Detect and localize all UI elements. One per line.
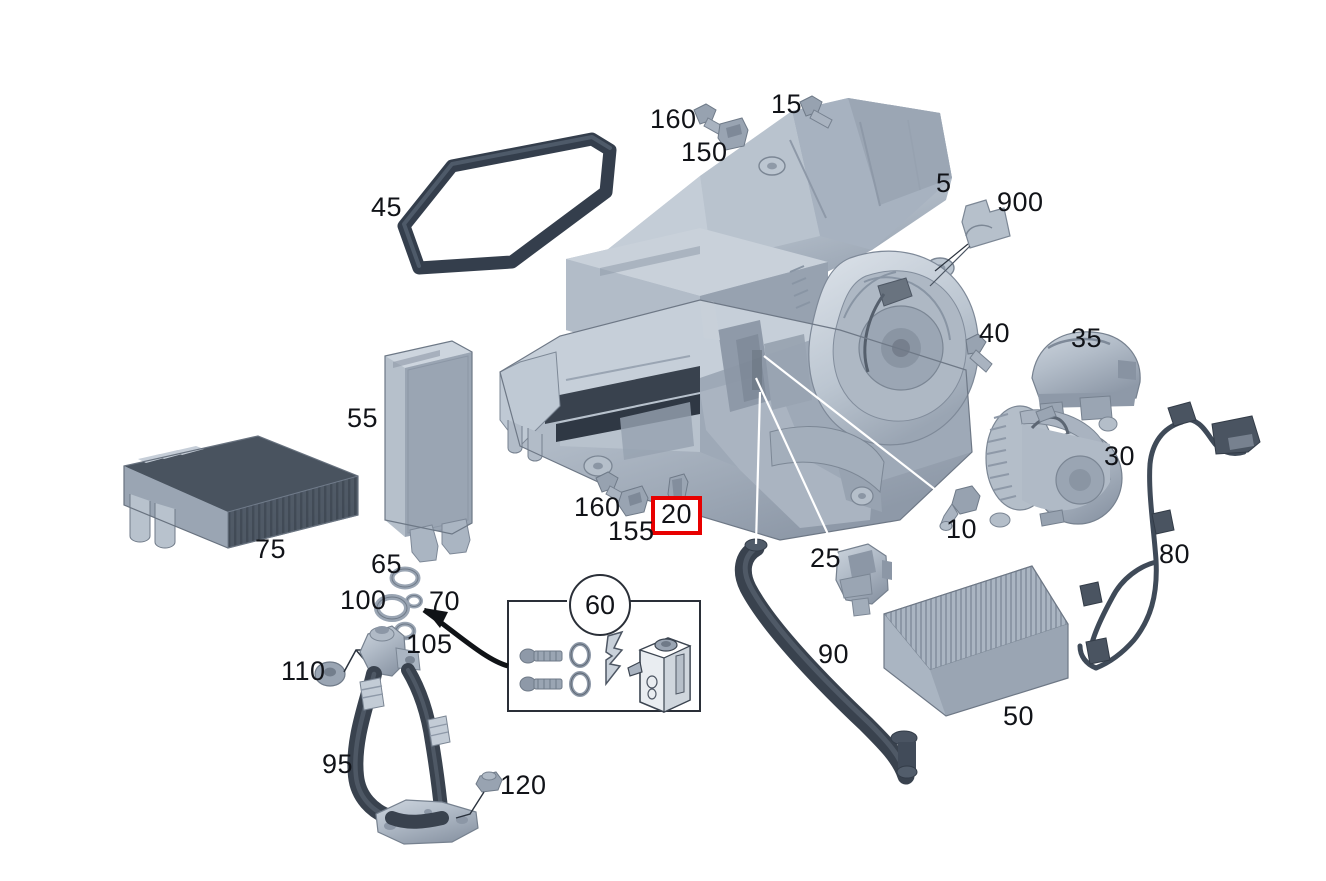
leader-lines-dark bbox=[934, 243, 969, 272]
callout-15-screw: 15 bbox=[771, 89, 803, 119]
part-15-bolt bbox=[799, 95, 833, 129]
kit-screws bbox=[519, 648, 563, 692]
callout-160-screw-upper: 160 bbox=[650, 104, 697, 134]
part-25-flap-actuator bbox=[835, 543, 892, 617]
part-30-blower-motor bbox=[985, 405, 1123, 528]
callout-70-o-ring: 70 bbox=[429, 586, 461, 616]
callout-50-cabin-air-filter: 50 bbox=[1003, 701, 1035, 731]
callout-100-o-ring: 100 bbox=[340, 585, 387, 615]
part-90-drain-hose bbox=[734, 538, 918, 785]
callout-95-refrigerant-lines: 95 bbox=[322, 749, 354, 779]
callout-55-evaporator: 55 bbox=[347, 403, 379, 433]
kit-60-inset bbox=[422, 597, 701, 713]
callout-150-clip: 150 bbox=[681, 137, 728, 167]
part-50-cabin-air-filter bbox=[883, 565, 1069, 717]
callout-160-screw-lower: 160 bbox=[574, 492, 621, 522]
callout-155-clip: 155 bbox=[608, 516, 655, 546]
part-120-nut bbox=[455, 771, 503, 819]
callout-110-grommet: 110 bbox=[281, 656, 326, 686]
blower-scroll-housing bbox=[789, 250, 980, 446]
callout-80-wiring-harness: 80 bbox=[1159, 539, 1191, 569]
callout-35-blower-regulator: 35 bbox=[1071, 323, 1103, 353]
callout-45-seal: 45 bbox=[371, 192, 403, 222]
callout-40-screw: 40 bbox=[979, 318, 1011, 348]
part-150-clip bbox=[717, 117, 749, 151]
callout-10-bracket: 10 bbox=[946, 514, 978, 544]
kit-60-number-badge: 60 bbox=[569, 574, 631, 636]
callout-30-blower-motor: 30 bbox=[1104, 441, 1136, 471]
kit-expansion-valve bbox=[627, 637, 692, 713]
part-95-refrigerant-lines bbox=[347, 625, 479, 845]
part-110-grommet bbox=[314, 649, 372, 687]
part-5-air-distribution-housing bbox=[499, 98, 980, 541]
callout-900-label-plate: 900 bbox=[997, 187, 1044, 217]
part-900-identification-plate bbox=[929, 199, 1011, 287]
callout-90-drain-hose: 90 bbox=[818, 639, 850, 669]
part-10-bracket bbox=[939, 485, 981, 531]
part-80-connectors bbox=[1079, 401, 1261, 665]
callout-25-actuator: 25 bbox=[810, 543, 842, 573]
part-45-seal bbox=[397, 132, 617, 275]
callout-20-clip: 20 bbox=[651, 496, 703, 535]
callout-120-nut: 120 bbox=[500, 770, 547, 800]
leader-lines bbox=[754, 355, 947, 557]
part-75-heater-core bbox=[123, 435, 359, 549]
part-55-evaporator bbox=[384, 340, 473, 563]
callout-105-o-ring: 105 bbox=[406, 629, 453, 659]
callout-5-housing-upper-cover: 5 bbox=[936, 168, 952, 198]
part-40-screw bbox=[965, 333, 993, 373]
callout-75-heater-core: 75 bbox=[255, 534, 287, 564]
callout-65-o-ring: 65 bbox=[371, 549, 403, 579]
part-155-clip bbox=[617, 485, 649, 517]
